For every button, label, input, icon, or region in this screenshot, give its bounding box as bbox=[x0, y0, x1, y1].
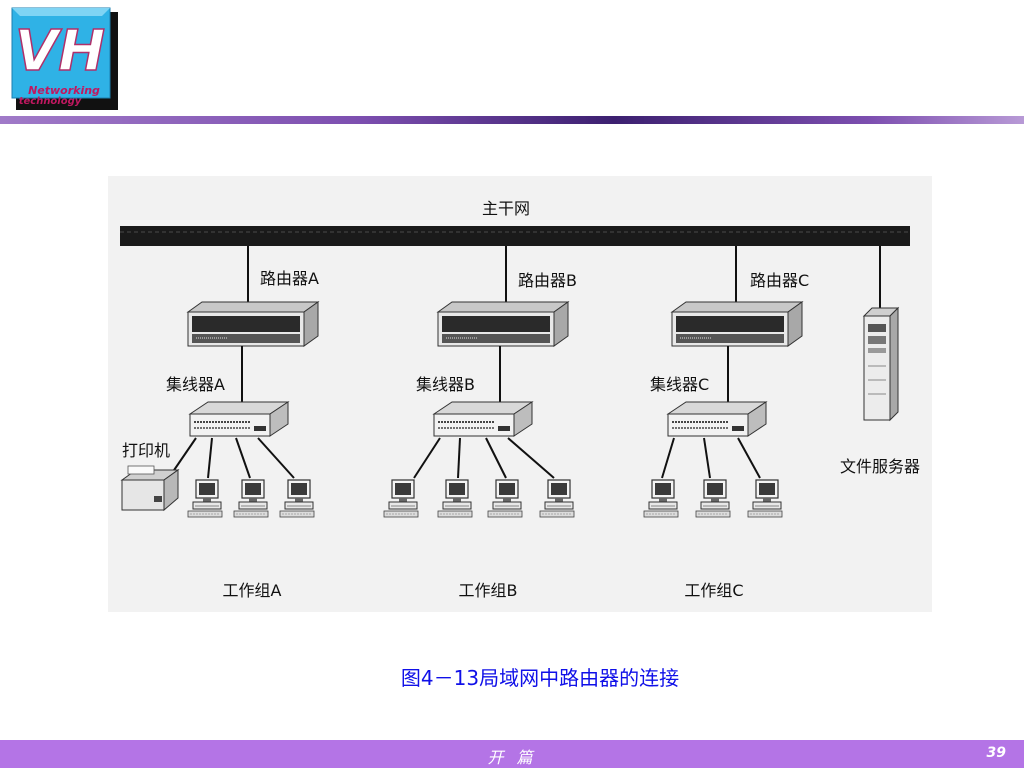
computer-b3 bbox=[487, 479, 523, 518]
computer-b2 bbox=[437, 479, 473, 518]
router-a bbox=[187, 301, 319, 347]
router-b bbox=[437, 301, 569, 347]
logo: VH Networking technology bbox=[10, 6, 120, 112]
computer-c2 bbox=[695, 479, 731, 518]
printer-icon bbox=[120, 465, 180, 512]
computer-a2 bbox=[233, 479, 269, 518]
hub-c bbox=[667, 401, 767, 437]
file-server-icon bbox=[862, 306, 900, 422]
printer-label: 打印机 bbox=[122, 441, 170, 460]
hub-c-label: 集线器C bbox=[650, 375, 709, 394]
file-server-label: 文件服务器 bbox=[840, 457, 920, 476]
computer-b1 bbox=[383, 479, 419, 518]
router-a-label: 路由器A bbox=[260, 269, 319, 288]
computer-a1 bbox=[187, 479, 223, 518]
hub-b bbox=[433, 401, 533, 437]
footer-bar: 开 篇 39 bbox=[0, 740, 1024, 768]
router-c bbox=[671, 301, 803, 347]
footer-title: 开 篇 bbox=[487, 748, 537, 767]
hub-b-label: 集线器B bbox=[416, 375, 475, 394]
computer-b4 bbox=[539, 479, 575, 518]
workgroup-b-label: 工作组B bbox=[459, 581, 518, 600]
backbone-label: 主干网 bbox=[482, 199, 530, 218]
computer-a3 bbox=[279, 479, 315, 518]
workgroup-a-label: 工作组A bbox=[223, 581, 282, 600]
hub-a bbox=[189, 401, 289, 437]
computer-c1 bbox=[643, 479, 679, 518]
header-divider bbox=[0, 116, 1024, 124]
logo-line1: Networking bbox=[28, 84, 100, 97]
backbone-bar bbox=[120, 226, 910, 246]
logo-line2: technology bbox=[19, 96, 82, 107]
logo-letters: VH bbox=[15, 19, 105, 84]
network-diagram: 主干网 路由器A 路由器B 路由器C 集线器A 集线器B 集线器C bbox=[108, 176, 932, 612]
hub-a-label: 集线器A bbox=[166, 375, 225, 394]
router-b-label: 路由器B bbox=[518, 271, 577, 290]
workgroup-c-label: 工作组C bbox=[684, 581, 743, 600]
computer-c3 bbox=[747, 479, 783, 518]
figure-caption: 图4－13局域网中路由器的连接 bbox=[400, 666, 680, 690]
page-number: 39 bbox=[986, 745, 1006, 761]
router-c-label: 路由器C bbox=[750, 271, 809, 290]
